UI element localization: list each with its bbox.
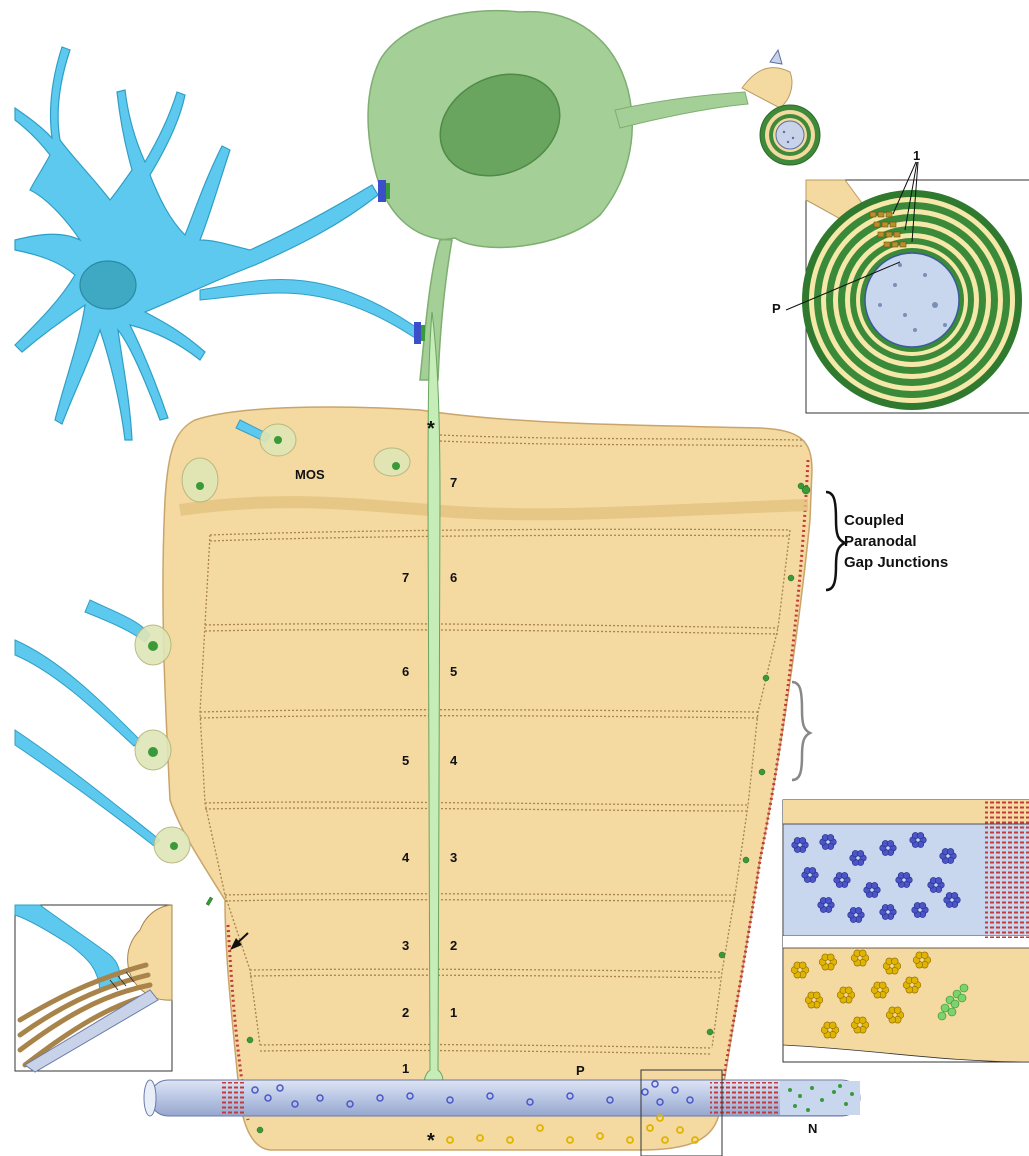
layer-number-right-7: 7 bbox=[450, 475, 457, 490]
layer-number-left-6: 6 bbox=[402, 664, 409, 679]
layer-number-right-5: 5 bbox=[450, 664, 457, 679]
layer-number-right-3: 3 bbox=[450, 850, 457, 865]
layer-number-left-4: 4 bbox=[402, 850, 410, 865]
layer-number-left-3: 3 bbox=[402, 938, 409, 953]
layer-number-right-4: 4 bbox=[450, 753, 458, 768]
label-mos: MOS bbox=[295, 467, 325, 482]
inset-paranode-schematic bbox=[15, 905, 172, 1072]
layer-number-left-2: 2 bbox=[402, 1005, 409, 1020]
coupled-label-line1: Coupled bbox=[844, 512, 904, 529]
coupled-label-line2: Paranodal bbox=[844, 533, 917, 550]
label-p: P bbox=[576, 1063, 585, 1078]
oligodendrocyte bbox=[368, 11, 748, 380]
layer-number-right-1: 1 bbox=[450, 1005, 457, 1020]
astrocyte-nucleus bbox=[80, 261, 136, 309]
layer-number-right-2: 2 bbox=[450, 938, 457, 953]
small-myelin-cross-section bbox=[742, 50, 820, 165]
label-asterisk-top: * bbox=[427, 418, 435, 440]
layer-number-left-5: 5 bbox=[402, 753, 409, 768]
coupled-label-line3: Gap Junctions bbox=[844, 554, 948, 571]
inset-cross-section: 1 P bbox=[772, 148, 1029, 413]
layer-number-right-6: 6 bbox=[450, 570, 457, 585]
inset-label-1: 1 bbox=[913, 148, 920, 163]
layer-number-left-7: 7 bbox=[402, 570, 409, 585]
label-asterisk-bottom: * bbox=[427, 1130, 435, 1152]
layer-number-left-1: 1 bbox=[402, 1061, 409, 1076]
label-n: N bbox=[808, 1121, 817, 1136]
inset-node-detail bbox=[783, 800, 1029, 1062]
inset-label-p: P bbox=[772, 301, 781, 316]
